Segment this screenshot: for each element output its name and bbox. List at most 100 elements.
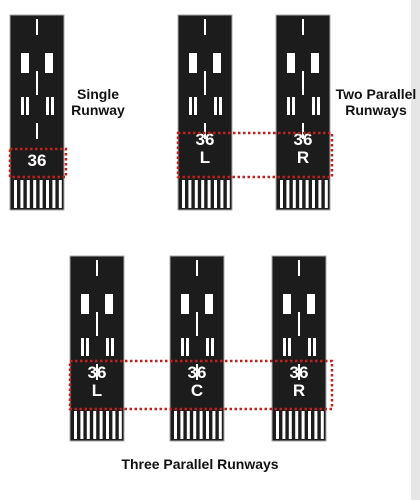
caption-line: Runway [71,102,125,118]
threshold-stripe [286,180,290,208]
caption-three-parallel-runways: Three Parallel Runways [90,456,310,472]
threshold-stripe [207,180,211,208]
threshold-stripe [14,180,17,208]
touchdown-zone-bar [287,97,290,115]
runway-pavement [275,14,331,211]
aiming-point-marking [81,294,89,314]
threshold-stripe [46,180,49,208]
threshold-stripe [26,180,30,208]
threshold-stripe [20,180,24,208]
aiming-point-marking [287,53,295,73]
runway-number: 36 [294,130,313,149]
aiming-point-marking [189,53,197,73]
threshold-stripe [99,411,103,439]
threshold-stripe [201,180,205,208]
threshold-stripe [214,180,217,208]
threshold-stripe [80,411,84,439]
runway-designator-letter: L [200,148,210,167]
threshold-stripe [292,180,296,208]
threshold-stripe [118,411,122,439]
threshold-stripe [226,180,230,208]
threshold-stripe [112,411,116,439]
touchdown-zone-bar [46,97,49,115]
touchdown-zone-bar [181,338,184,356]
runway-group: 36 [8,14,68,211]
threshold-stripe [308,411,311,439]
threshold-stripe [305,180,309,208]
page-edge [411,0,420,500]
threshold-stripe [280,180,283,208]
threshold-stripe [186,411,190,439]
runway-number: 36 [290,363,309,382]
threshold-stripe [282,411,286,439]
threshold-stripe [318,180,322,208]
threshold-stripe [212,411,216,439]
touchdown-zone-bar [308,338,311,356]
threshold-stripe [182,180,185,208]
aiming-point-marking [213,53,221,73]
threshold-stripe [39,180,43,208]
threshold-stripe [199,411,203,439]
touchdown-zone-bar [194,97,197,115]
touchdown-zone-bar [292,97,295,115]
runway-pavement [169,255,225,442]
runway: 36R [271,255,327,442]
touchdown-zone-bar [219,97,222,115]
aiming-point-marking [105,294,113,314]
runway: 36R [275,14,331,211]
aiming-point-marking [307,294,315,314]
threshold-stripe [52,180,56,208]
runway-number: 36 [88,363,107,382]
threshold-stripe [320,411,324,439]
aiming-point-marking [21,53,29,73]
touchdown-zone-bar [81,338,84,356]
threshold-stripe [174,411,177,439]
threshold-stripe [106,411,109,439]
threshold-stripe [288,411,292,439]
threshold-stripe [188,180,192,208]
runway: 36 [9,14,65,211]
runway: 36C [169,255,225,442]
caption-line: Three Parallel Runways [121,456,279,472]
threshold-stripe [312,180,315,208]
runway-pavement [69,255,125,442]
designation-highlight-box [68,359,334,411]
runway-number: 36 [196,130,215,149]
threshold-stripe [194,180,198,208]
threshold-stripe [299,180,303,208]
threshold-stripe [93,411,97,439]
aiming-point-marking [283,294,291,314]
touchdown-zone-bar [283,338,286,356]
touchdown-zone-bar [111,338,114,356]
runway-designator-letter: R [293,381,305,400]
touchdown-zone-bar [312,97,315,115]
designation-highlight-box [8,147,68,179]
aiming-point-marking [311,53,319,73]
caption-line: Single [76,86,119,102]
caption-single-runway: Single Runway [66,86,130,118]
threshold-stripe [220,180,224,208]
threshold-stripe [33,180,37,208]
touchdown-zone-bar [186,338,189,356]
touchdown-zone-bar [317,97,320,115]
caption-line: Two Parallel [335,86,417,102]
threshold-stripe [86,411,90,439]
touchdown-zone-bar [189,97,192,115]
runway-pavement [271,255,327,442]
threshold-stripe [314,411,318,439]
threshold-stripe [74,411,77,439]
aiming-point-marking [45,53,53,73]
runway-designator-letter: C [191,381,203,400]
caption-two-parallel-runways: Two Parallel Runways [330,86,420,118]
runway: 36L [69,255,125,442]
threshold-stripe [218,411,222,439]
runway-pavement [177,14,233,211]
threshold-stripe [193,411,197,439]
aiming-point-marking [181,294,189,314]
threshold-stripe [206,411,209,439]
threshold-stripe [324,180,328,208]
